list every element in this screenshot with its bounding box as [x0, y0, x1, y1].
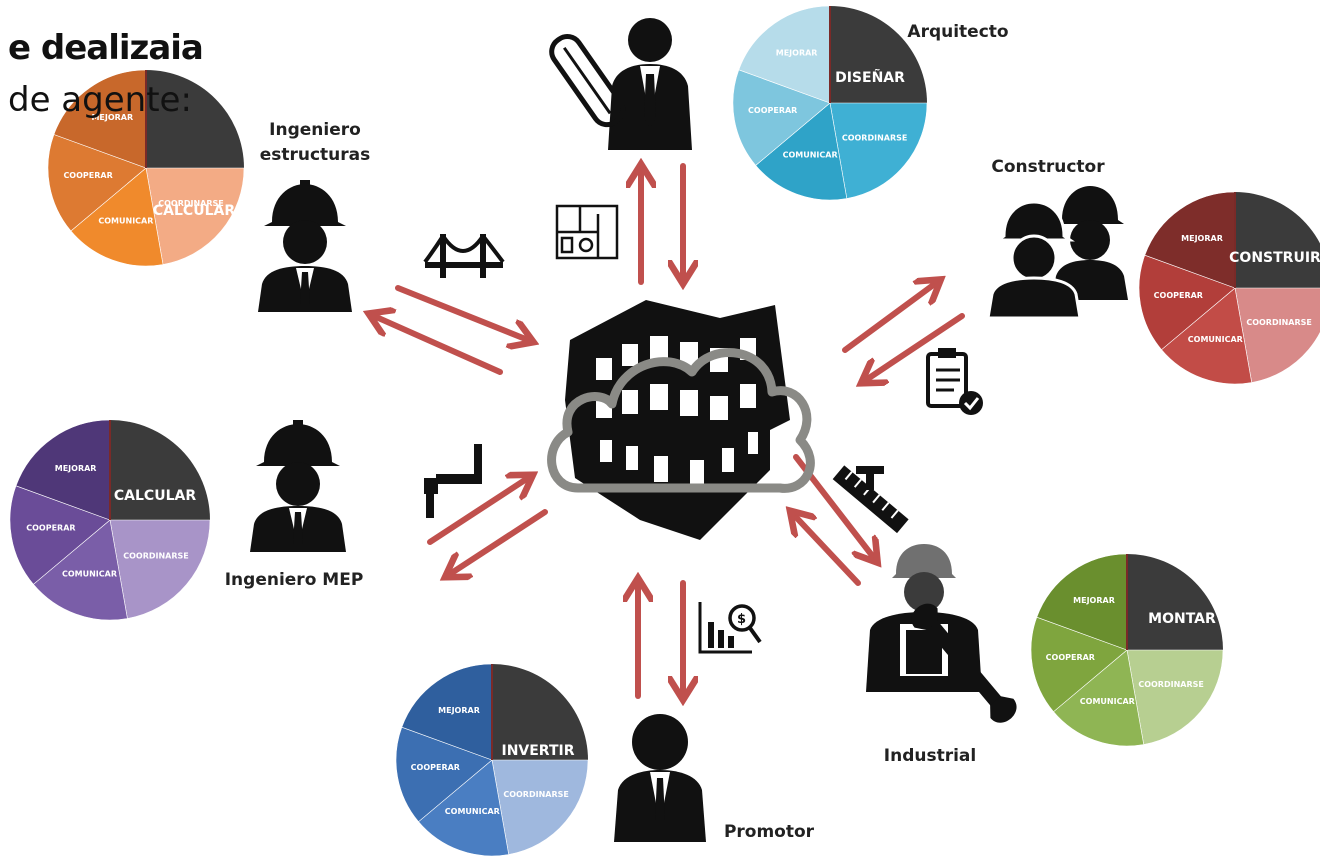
heading-line-1: e dealizaia: [8, 28, 204, 68]
pie-slice-coordinarse: [829, 102, 928, 199]
floor-plan-icon: [555, 204, 619, 260]
beam-measure-icon: [832, 465, 909, 534]
pie-label-cooperar: COOPERAR: [748, 106, 797, 115]
pie-label-mejorar: MEJORAR: [55, 464, 97, 473]
pie-primary-label: MONTAR: [1148, 611, 1216, 627]
role-label-ingeniero-estructuras-2: estructuras: [259, 145, 371, 165]
pie-label-mejorar: MEJORAR: [438, 706, 480, 715]
arrow-from-industrial: [794, 515, 861, 586]
pie-slice-coordinarse: [145, 167, 245, 265]
pie-slice-mejorar: [401, 663, 493, 761]
role-label-arquitecto: Arquitecto: [907, 22, 1009, 42]
pie-label-cooperar: COOPERAR: [1154, 291, 1203, 300]
arrow-to-constructor: [842, 283, 936, 353]
pie-slice-primary: [1127, 554, 1223, 650]
pie-slice-mejorar: [1144, 191, 1236, 289]
pie-slice-mejorar: [53, 69, 147, 169]
pie-slice-coordinarse: [1126, 649, 1224, 745]
pie-slice-primary: [830, 6, 927, 103]
financial-analysis-icon: $: [698, 602, 762, 654]
pie-label-cooperar: COOPERAR: [26, 523, 75, 532]
pie-slice-cooperar: [1030, 616, 1128, 713]
pie-slice-mejorar: [738, 5, 831, 104]
pie-label-cooperar: COOPERAR: [63, 171, 112, 180]
pie-slice-comunicar: [755, 102, 848, 201]
role-label-ingeniero-estructuras-1: Ingeniero: [269, 120, 361, 140]
pie-label-mejorar: MEJORAR: [1073, 596, 1115, 605]
role-label-constructor: Constructor: [991, 157, 1105, 177]
pie-label-comunicar: COMUNICAR: [98, 216, 153, 225]
pie-label-comunicar: COMUNICAR: [445, 807, 500, 816]
pie-slice-comunicar: [70, 167, 164, 267]
role-pie-charts: COORDINARSECOMUNICARCOOPERARMEJORARDISEÑ…: [9, 5, 1320, 857]
arrow-to-mep: [450, 509, 548, 574]
pie-label-mejorar: MEJORAR: [1181, 234, 1223, 243]
pie-label-coordinarse: COORDINARSE: [503, 790, 569, 799]
businessman-icon: [614, 714, 706, 842]
pie-label-mejorar: MEJORAR: [776, 48, 818, 57]
pie-slice-comunicar: [1161, 287, 1253, 385]
pie-label-comunicar: COMUNICAR: [1080, 697, 1135, 706]
pie-slice-mejorar: [1036, 553, 1128, 651]
pie-label-coordinarse: COORDINARSE: [123, 552, 189, 561]
role-label-ingeniero-mep: Ingeniero MEP: [224, 570, 364, 590]
svg-text:$: $: [737, 612, 746, 627]
arrow-from-estructuras: [395, 285, 528, 340]
pipe-icon: [424, 444, 482, 518]
pie-slice-comunicar: [32, 519, 128, 621]
cloud-building-icon: [547, 300, 815, 540]
pie-slice-comunicar: [418, 759, 510, 857]
pie-slice-coordinarse: [109, 519, 211, 619]
pie-slice-mejorar: [15, 419, 111, 521]
pie-arquitecto: COORDINARSE COMUNICAR COOPERAR MEJORAR DISEÑ…: [732, 5, 928, 201]
pie-label-mejorar: MEJORAR: [91, 113, 133, 122]
engineer-hardhat-icon: [250, 420, 346, 552]
pie-label-comunicar: COMUNICAR: [1188, 335, 1243, 344]
checklist-icon: [926, 348, 983, 415]
pie-slice-primary: [110, 420, 210, 520]
pie-label-cooperar: COOPERAR: [411, 763, 460, 772]
pie-slice-primary: [492, 664, 588, 760]
pie-primary-label: CALCULAR: [153, 203, 235, 219]
pie-slice-cooperar: [732, 69, 831, 166]
pie-slice-primary: [1235, 192, 1320, 288]
pie-primary-label: CALCULAR: [114, 488, 196, 504]
pie-label-coordinarse: COORDINARSE: [1138, 680, 1204, 689]
pie-label-cooperar: COOPERAR: [1046, 653, 1095, 662]
pie-label-comunicar: COMUNICAR: [62, 569, 117, 578]
pie-slice-primary: [146, 70, 244, 168]
role-label-promotor: Promotor: [723, 822, 815, 842]
pie-ingeniero_mep: COORDINARSE COMUNICAR COOPERAR MEJORAR CALCU…: [9, 419, 211, 621]
pie-slice-cooperar: [9, 485, 111, 585]
arrow-from-mep: [427, 478, 528, 545]
architect-with-blueprints-icon: [549, 18, 692, 150]
pie-slice-cooperar: [395, 726, 493, 823]
pie-slice-comunicar: [1053, 649, 1145, 747]
pie-slice-cooperar: [1138, 254, 1236, 351]
arrow-to-estructuras: [374, 316, 503, 375]
worker-with-wrench-icon: [866, 544, 1017, 723]
engineer-hardhat-icon: [258, 180, 352, 312]
pie-label-coordinarse: COORDINARSE: [842, 133, 908, 142]
heading-line-2: de agente:: [8, 80, 192, 120]
pie-ingeniero_estructuras: COORDINARSE COMUNICAR COOPERAR MEJORAR CALCU…: [47, 69, 245, 267]
pie-primary-label: INVERTIR: [501, 743, 574, 759]
pie-label-coordinarse: COORDINARSE: [158, 199, 224, 208]
role-label-industrial: Industrial: [883, 746, 977, 766]
arrow-from-constructor: [866, 313, 965, 380]
pie-label-coordinarse: COORDINARSE: [1246, 318, 1312, 327]
pie-primary-label: CONSTRUIR: [1229, 250, 1320, 266]
pie-slice-coordinarse: [1234, 287, 1320, 383]
construction-workers-icon: [986, 186, 1128, 320]
pie-slice-cooperar: [47, 134, 147, 232]
pie-label-comunicar: COMUNICAR: [783, 151, 838, 160]
pie-primary-label: DISEÑAR: [835, 69, 905, 86]
pie-slice-coordinarse: [491, 759, 589, 855]
bridge-icon: [423, 234, 505, 278]
